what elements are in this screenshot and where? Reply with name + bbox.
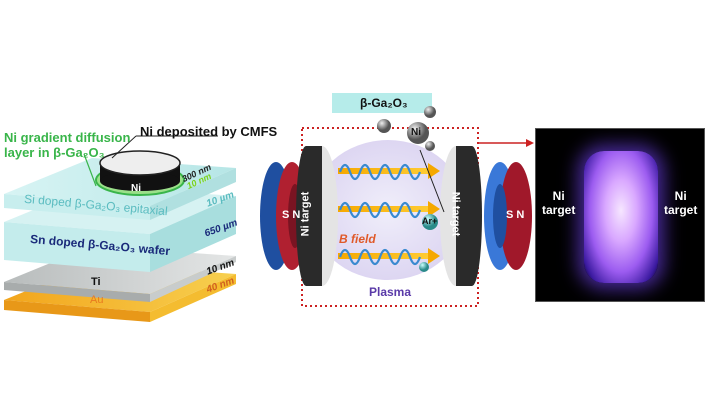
- electron-helices: [338, 163, 422, 266]
- particle: [377, 119, 391, 133]
- plasma-glow: [584, 151, 658, 283]
- ni-disk-label: Ni: [131, 183, 141, 194]
- magnet-right: [484, 162, 532, 270]
- magnet-right-label: S N: [506, 209, 525, 221]
- ni-atom: [407, 122, 429, 144]
- target-left: [296, 146, 338, 286]
- ni-atom-label: Ni: [411, 127, 421, 138]
- photo-target-left: Ni target: [542, 189, 575, 217]
- label-line: Ni gradient diffusion: [4, 130, 131, 145]
- plasma-label: Plasma: [369, 285, 412, 299]
- deposit-label: Ni deposited by CMFS: [140, 124, 278, 139]
- particle: [425, 141, 435, 151]
- label-line: Ni: [552, 189, 565, 203]
- b-field-arrows: [338, 163, 440, 264]
- ni-disk: [99, 150, 181, 191]
- target-right: [440, 146, 482, 286]
- substrate-label: β-Ga₂O₃: [360, 96, 408, 110]
- b-field-label: B field: [339, 232, 376, 246]
- target-left-label: Ni target: [299, 191, 312, 237]
- substrate: [332, 93, 432, 113]
- target-right-label: Ni target: [449, 191, 462, 237]
- ar-ion: [422, 214, 438, 230]
- gradient-layer-label: Ni gradient diffusion layer in β-Ga₂O₃: [4, 130, 130, 160]
- particle: [419, 262, 429, 272]
- label-line: Ni: [674, 189, 687, 203]
- plasma-photo: Ni target Ni target: [535, 128, 705, 302]
- photo-target-right: Ni target: [664, 189, 697, 217]
- particle: [424, 106, 436, 118]
- label-line: target: [664, 203, 698, 217]
- ti-layer-label: Ti: [91, 276, 101, 288]
- label-line: target: [542, 203, 576, 217]
- magnet-left-label: S N: [282, 209, 301, 221]
- ar-ion-label: Ar+: [422, 216, 438, 226]
- au-layer-label: Au: [90, 294, 104, 306]
- label-line: layer in β-Ga₂O₃: [4, 145, 105, 160]
